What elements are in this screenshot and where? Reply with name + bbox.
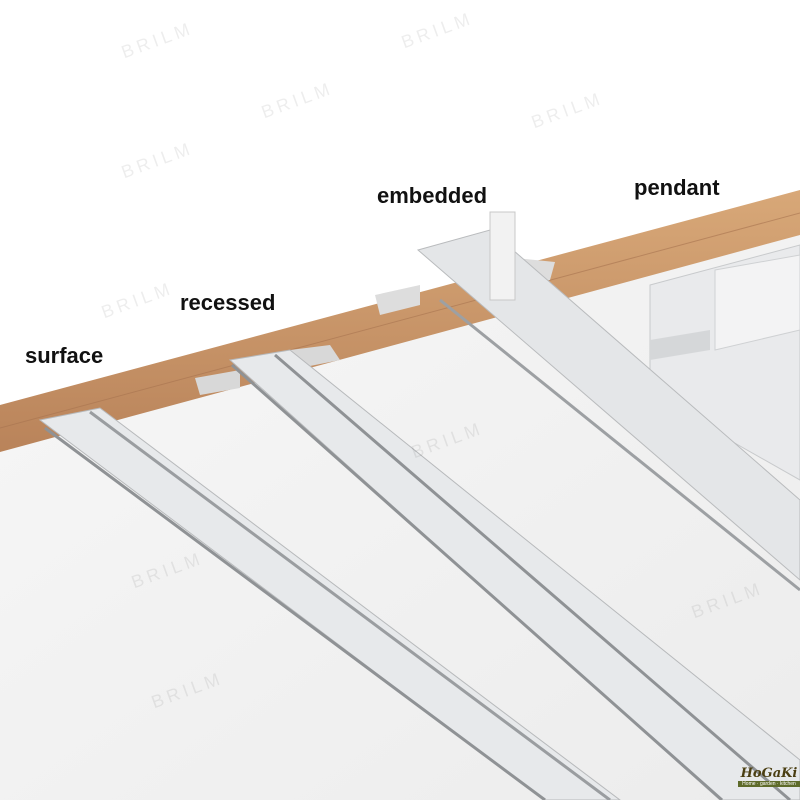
pendant-profile <box>649 244 800 481</box>
label-recessed: recessed <box>180 290 276 315</box>
label-pendant: pendant <box>634 175 720 200</box>
embedded-profile <box>375 211 800 592</box>
recessed-profile <box>195 345 800 800</box>
logo-tagline: Home · garden · kitchen <box>738 781 800 787</box>
label-embedded: embedded <box>377 183 488 208</box>
logo-name: HoGaKi <box>740 766 798 781</box>
brand-logo: HoGaKi Home · garden · kitchen <box>738 752 800 798</box>
surface-profile <box>38 407 621 800</box>
label-surface: surface <box>25 343 104 368</box>
